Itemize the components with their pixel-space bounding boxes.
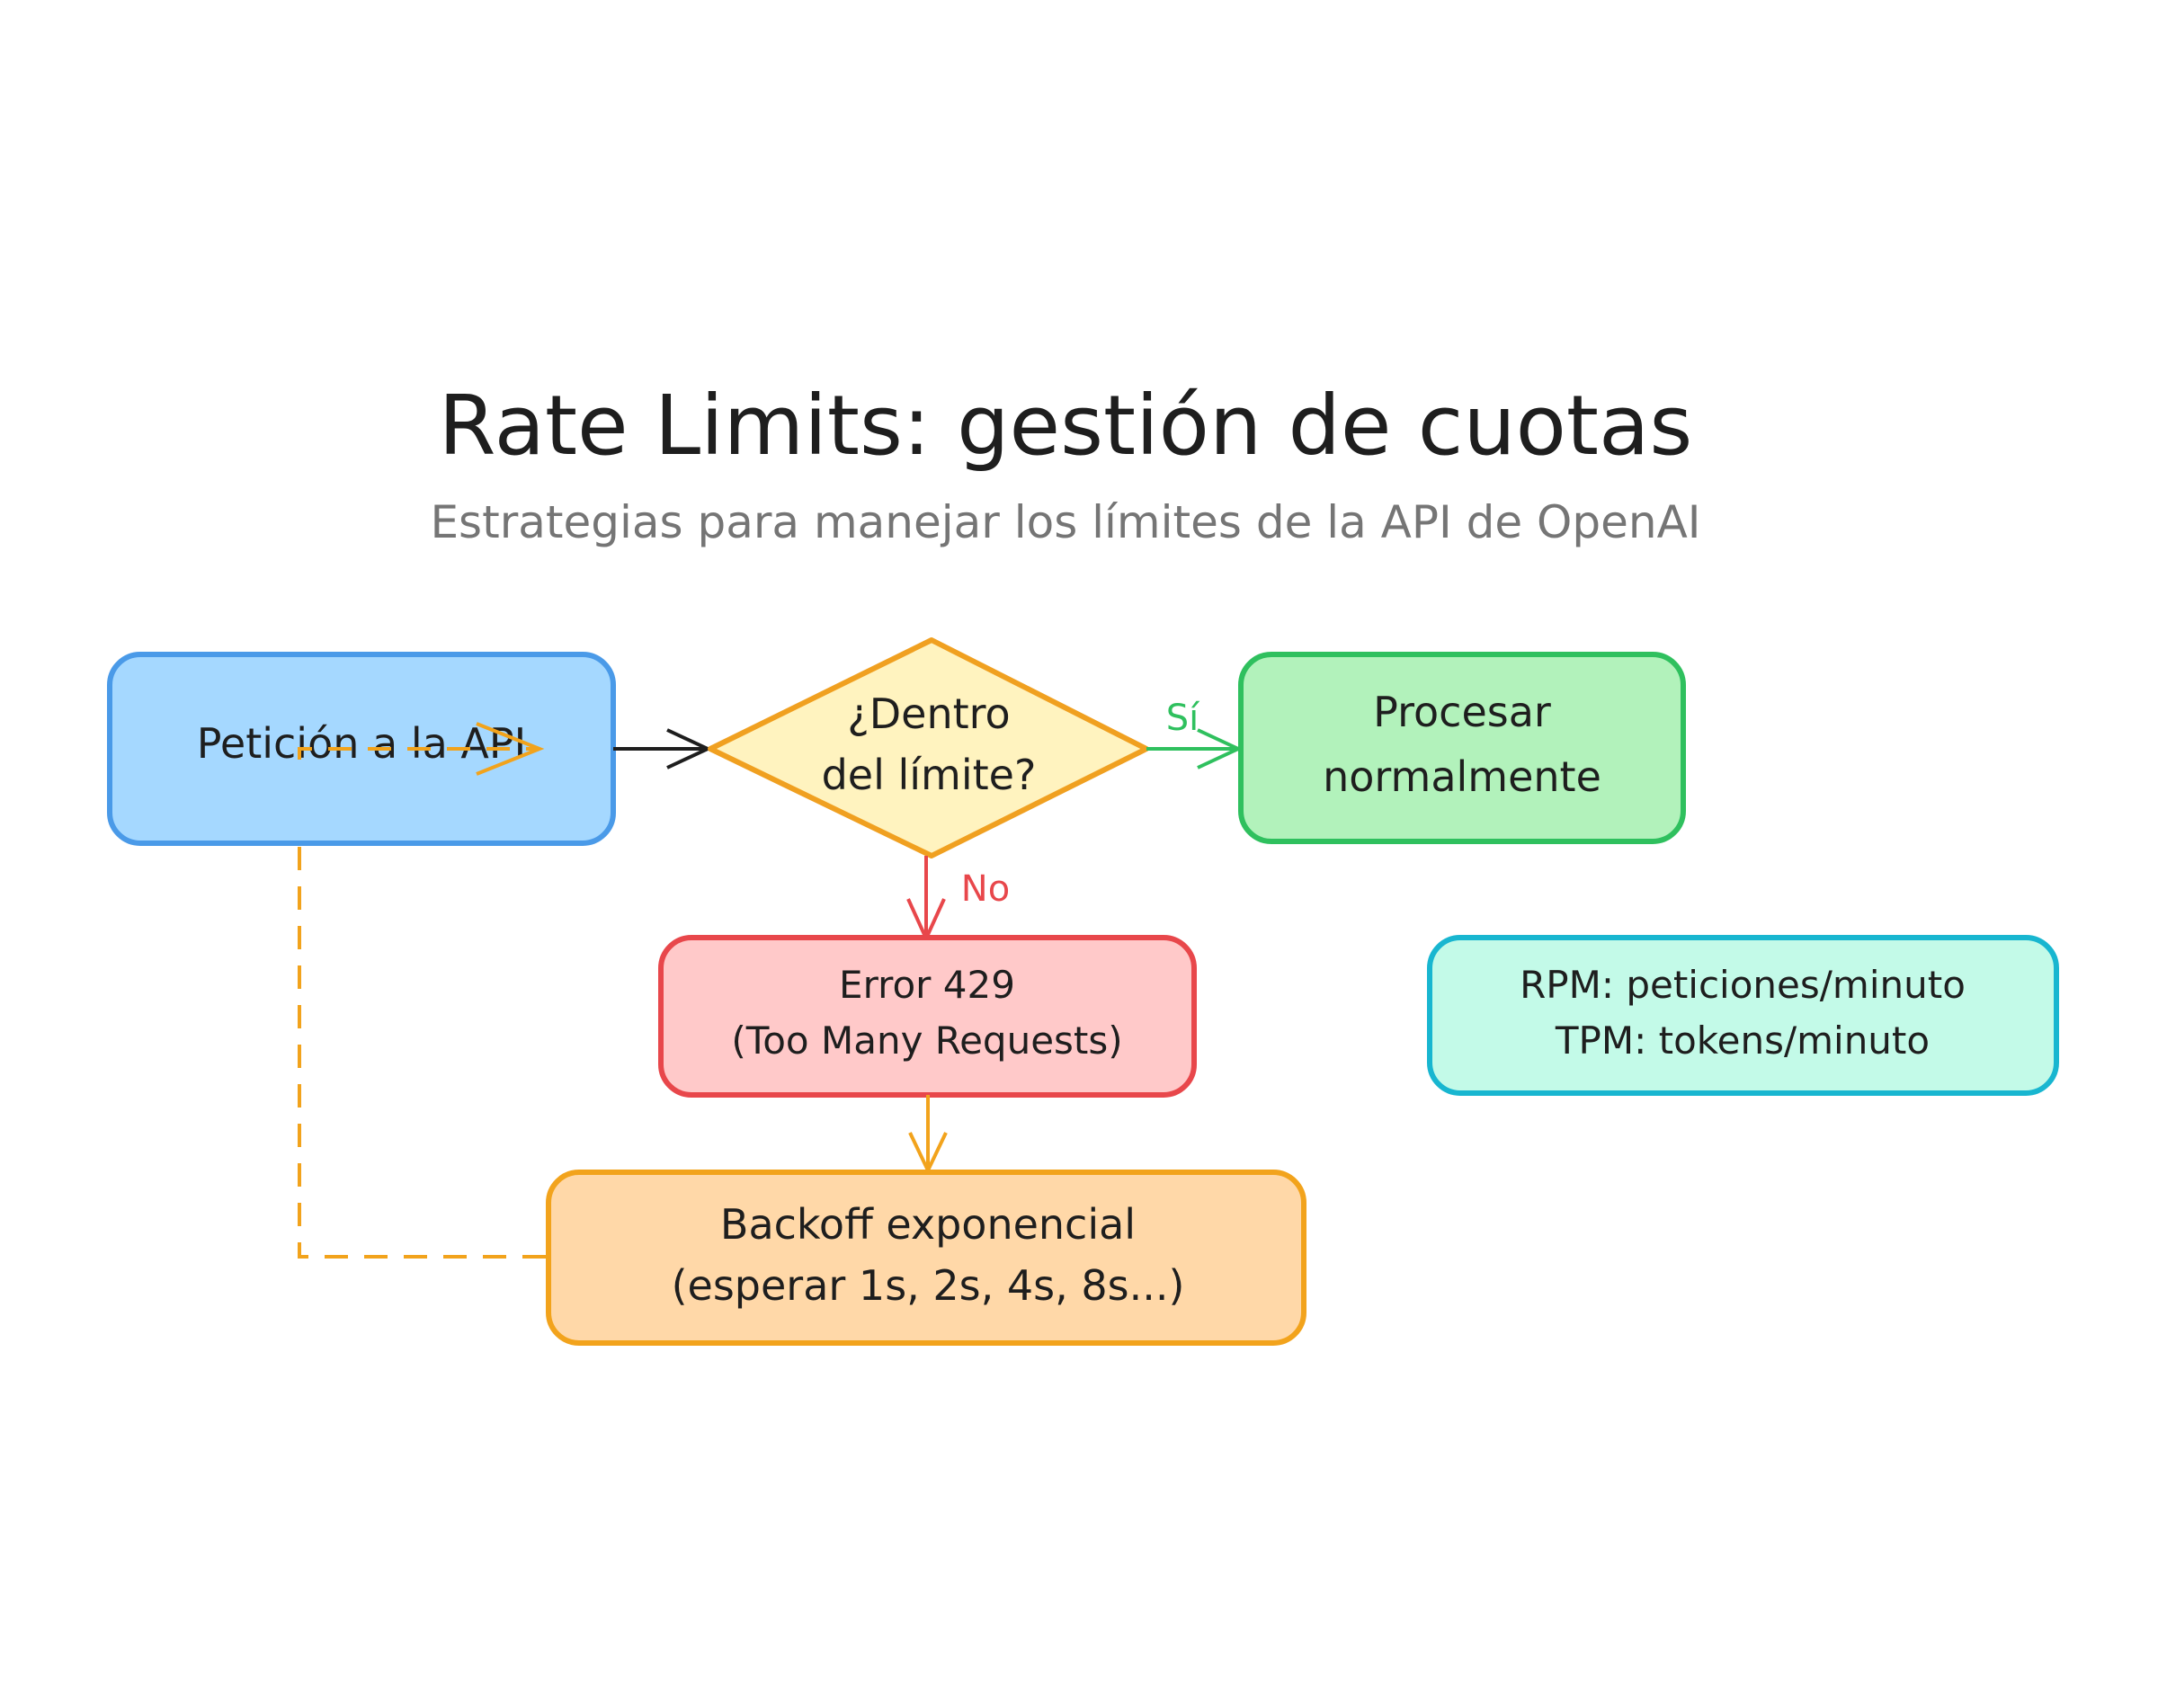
- decision-node: [708, 637, 1149, 858]
- limits-note-line1: RPM: peticiones/minuto: [1520, 963, 1966, 1007]
- process-line1: Procesar: [1373, 688, 1551, 736]
- diagram-title: Rate Limits: gestión de cuotas: [439, 378, 1693, 474]
- retry-edge-into-request: [298, 747, 535, 760]
- edge-no-label: No: [961, 868, 1010, 910]
- error-line2: (Too Many Requests): [731, 1019, 1122, 1063]
- backoff-line1: Backoff exponencial: [720, 1200, 1136, 1249]
- retry-arrowhead: [476, 722, 545, 776]
- request-node-label: Petición a la API: [197, 719, 526, 768]
- edge-yes-label: Sí: [1166, 698, 1200, 739]
- decision-line1: ¿Dentro: [847, 689, 1010, 738]
- error-line1: Error 429: [839, 963, 1015, 1007]
- process-line2: normalmente: [1323, 752, 1601, 801]
- backoff-line2: (esperar 1s, 2s, 4s, 8s...): [672, 1261, 1185, 1310]
- backoff-node: [546, 1170, 1306, 1346]
- limits-note: [1427, 935, 2059, 1096]
- error-node: [658, 935, 1197, 1098]
- decision-line2: del límite?: [822, 751, 1037, 799]
- retry-dashed-edge: [298, 760, 546, 1259]
- diagram-subtitle: Estrategias para manejar los límites de …: [430, 496, 1700, 548]
- process-node: [1238, 652, 1686, 844]
- limits-note-line2: TPM: tokens/minuto: [1555, 1019, 1930, 1063]
